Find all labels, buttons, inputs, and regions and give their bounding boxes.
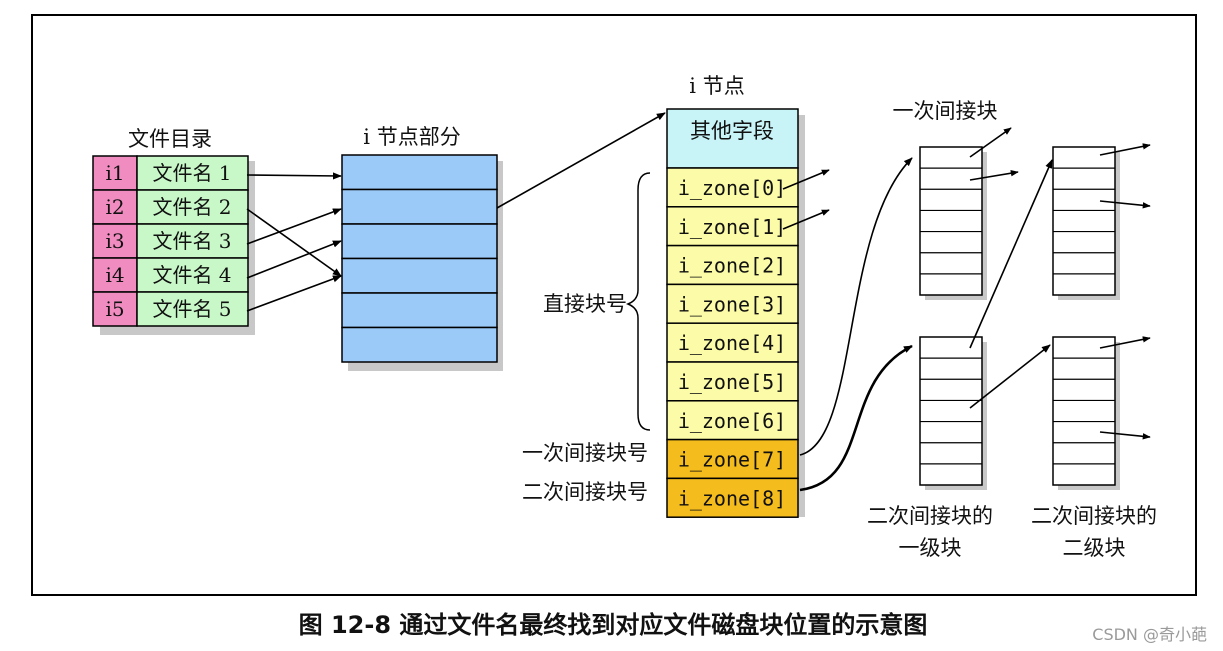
direct-zone-label: 直接块号 bbox=[543, 292, 627, 316]
inode-table bbox=[341, 154, 498, 363]
directory-file-name: 文件名 1 bbox=[152, 161, 231, 185]
inode-title: i 节点 bbox=[689, 74, 744, 98]
double-indirect-label: 二次间接块号 bbox=[522, 480, 648, 504]
arrow-level2b-out-2 bbox=[1099, 431, 1151, 440]
direct-zone-brace bbox=[625, 172, 651, 431]
inode-zone-label: i_zone[7] bbox=[678, 448, 786, 472]
arrow-level1-to-level2-b bbox=[969, 344, 1051, 409]
arrows bbox=[246, 112, 1151, 492]
directory-inode-number: i3 bbox=[105, 229, 124, 253]
double-level1-label-line1: 二次间接块的 bbox=[867, 504, 993, 528]
inode-table-slot bbox=[341, 223, 498, 260]
directory-inode-number: i1 bbox=[105, 161, 124, 185]
directory-inode-number: i4 bbox=[105, 263, 124, 287]
double-level2-label-line1: 二次间接块的 bbox=[1031, 504, 1157, 528]
directory-inode-cell bbox=[92, 223, 138, 259]
directory-inode-cell bbox=[92, 257, 138, 293]
inode-zone-label: i_zone[5] bbox=[678, 370, 786, 394]
double-level2-block-b bbox=[1052, 336, 1116, 486]
inode-zone-cell bbox=[666, 438, 799, 480]
inode-table-title: i 节点部分 bbox=[363, 125, 460, 149]
indirect-blocks bbox=[919, 146, 1120, 490]
inode-zone-cell bbox=[666, 322, 799, 363]
arrow-level2b-out-1 bbox=[1099, 336, 1151, 349]
directory-title: 文件目录 bbox=[128, 127, 212, 151]
directory-file-name: 文件名 4 bbox=[152, 263, 231, 287]
directory-file-name: 文件名 3 bbox=[152, 229, 231, 253]
arrow-single-block-out-2 bbox=[969, 170, 1019, 181]
arrow-zone1-out bbox=[782, 209, 830, 230]
inode-zone-label: i_zone[2] bbox=[678, 254, 786, 278]
inode-zone-label: i_zone[4] bbox=[678, 331, 786, 355]
inode-table-slot bbox=[341, 154, 498, 191]
figure-caption: 图 12-8 通过文件名最终找到对应文件磁盘块位置的示意图 bbox=[299, 611, 928, 639]
directory-table: i1 文件名 1 i2 文件名 2 i3 文件名 3 i4 文件名 4 i5 文件名 5 bbox=[92, 155, 249, 327]
arrow-level2a-out-2 bbox=[1099, 200, 1151, 209]
arrow-zone7-to-single-block bbox=[799, 157, 913, 456]
arrow-level2a-out-1 bbox=[1099, 143, 1151, 156]
inode-zone-label: i_zone[3] bbox=[678, 292, 786, 316]
watermark: CSDN @奇小葩 bbox=[1092, 625, 1207, 644]
inode-zone-cell bbox=[666, 206, 799, 247]
inode-zone-cell bbox=[666, 283, 799, 324]
double-level2-label-line2: 二级块 bbox=[1063, 536, 1126, 560]
directory-inode-number: i5 bbox=[105, 297, 124, 321]
arrow-level1-to-level2-a bbox=[969, 159, 1053, 349]
inode-zone-label: i_zone[6] bbox=[678, 409, 786, 433]
double-level1-label-line2: 一级块 bbox=[899, 536, 962, 560]
single-indirect-block bbox=[919, 146, 983, 296]
directory-name-cell bbox=[136, 291, 249, 327]
arrow-file4-to-inode bbox=[246, 240, 342, 279]
double-level2-block-a bbox=[1052, 146, 1116, 296]
inode-zone-cell bbox=[666, 167, 799, 208]
inode-zone-label: i_zone[0] bbox=[678, 176, 786, 200]
single-indirect-block-title: 一次间接块 bbox=[893, 99, 998, 123]
inode-other-fields-label: 其他字段 bbox=[690, 119, 774, 143]
arrow-zone0-out bbox=[782, 169, 830, 190]
directory-file-name: 文件名 5 bbox=[152, 297, 231, 321]
arrow-file5-to-inode bbox=[246, 275, 342, 312]
single-indirect-label: 一次间接块号 bbox=[522, 441, 648, 465]
arrow-single-block-out-1 bbox=[969, 127, 1012, 158]
arrow-file1-to-inode bbox=[246, 172, 342, 180]
arrow-file2-to-inode bbox=[246, 208, 342, 277]
arrow-inode-table-to-inode bbox=[496, 112, 666, 209]
arrow-file3-to-inode bbox=[246, 208, 342, 245]
inode-zone-cell bbox=[666, 244, 799, 286]
inode-zone-label: i_zone[1] bbox=[678, 215, 786, 239]
inode-other-fields-box bbox=[666, 108, 799, 169]
directory-inode-number: i2 bbox=[105, 195, 124, 219]
inode-zone-list: i_zone[0] i_zone[1] i_zone[2] i_zone[3] i_zo… bbox=[666, 167, 799, 518]
inode-zone-label: i_zone[8] bbox=[678, 486, 786, 510]
inode-table-slot bbox=[341, 257, 498, 294]
double-level1-block bbox=[919, 336, 983, 486]
inode-zone-cell bbox=[666, 400, 799, 441]
inode-zone-cell bbox=[666, 477, 799, 518]
inode-table-slot bbox=[341, 188, 498, 225]
figure-frame bbox=[31, 14, 1197, 596]
inode-table-slot bbox=[341, 326, 498, 363]
arrow-zone8-to-double-level1 bbox=[799, 344, 913, 492]
inode-zone-cell bbox=[666, 361, 799, 402]
directory-file-name: 文件名 2 bbox=[152, 195, 231, 219]
inode-table-slot bbox=[341, 292, 498, 329]
directory-inode-cell bbox=[92, 291, 138, 327]
